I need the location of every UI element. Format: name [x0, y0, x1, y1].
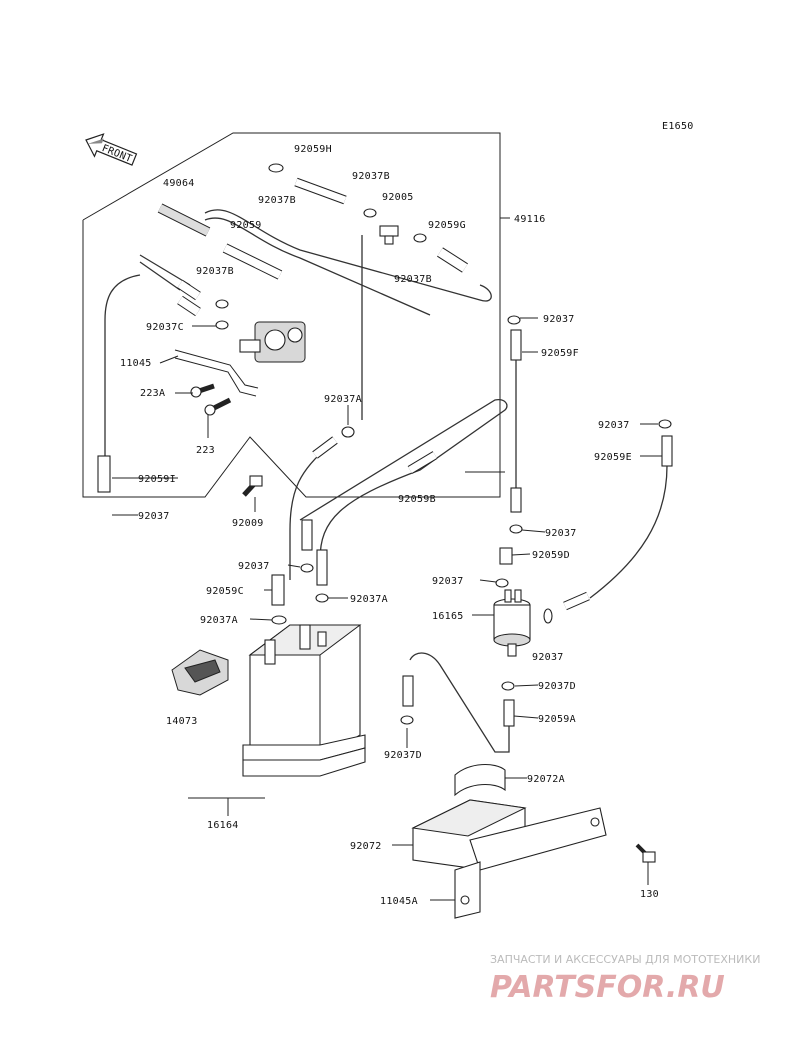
label-14073: 14073	[166, 716, 198, 727]
bolt-130	[635, 843, 656, 863]
hose-vertical-lower	[510, 487, 522, 513]
front-arrow-icon: FRONT	[85, 133, 138, 166]
hose-left-pair	[177, 279, 201, 317]
hose-92059A	[503, 699, 515, 727]
leader-lines	[112, 317, 662, 901]
valve-assembly	[174, 321, 306, 397]
clip-92037A-top	[341, 426, 355, 438]
label-92037A-c: 92037A	[200, 615, 238, 626]
bolt-92009	[242, 475, 263, 497]
label-92037-e: 92037	[238, 561, 270, 572]
bracket-14073	[171, 649, 229, 696]
hose-stub-b	[316, 549, 328, 586]
clip-92037D-left	[400, 715, 414, 725]
joint-92005	[379, 225, 399, 245]
label-92059F: 92059F	[541, 348, 579, 359]
filter-16165	[493, 589, 531, 657]
label-92037B-a: 92037B	[258, 195, 296, 206]
hose-92037D-left	[402, 675, 414, 707]
bolt-223A	[190, 383, 215, 398]
hose-92059D	[499, 547, 513, 565]
label-92037C: 92037C	[146, 322, 184, 333]
label-223A: 223A	[140, 388, 165, 399]
label-92059B: 92059B	[398, 494, 436, 505]
label-223: 223	[196, 445, 215, 456]
hose-92059H	[294, 177, 347, 205]
label-92059: 92059	[230, 220, 262, 231]
label-92059A: 92059A	[538, 714, 576, 725]
label-49064: 49064	[163, 178, 195, 189]
label-130: 130	[640, 889, 659, 900]
hose-92059E	[661, 435, 673, 467]
clip-92037B-top	[268, 163, 284, 173]
label-92037-c: 92037	[598, 420, 630, 431]
fitting-92059C	[271, 574, 285, 606]
label-92059C: 92059C	[206, 586, 244, 597]
clip-92037-filter-side	[543, 608, 553, 624]
label-92072A: 92072A	[527, 774, 565, 785]
clip-92037-left-canister	[300, 563, 314, 573]
label-92037B-c: 92037B	[196, 266, 234, 277]
label-92059D: 92059D	[532, 550, 570, 561]
label-92037-f: 92037	[432, 576, 464, 587]
hose-92059I	[97, 455, 111, 493]
label-11045: 11045	[120, 358, 152, 369]
label-16165: 16165	[432, 611, 464, 622]
label-92059H: 92059H	[294, 144, 332, 155]
watermark-brand: PARTSFOR.RU	[490, 970, 725, 1005]
label-92037A-b: 92037A	[350, 594, 388, 605]
label-92072: 92072	[350, 841, 382, 852]
clip-92037-right-mid	[509, 524, 523, 534]
label-92059E: 92059E	[594, 452, 632, 463]
label-92037D-a: 92037D	[538, 681, 576, 692]
label-92037B-b: 92037B	[352, 171, 390, 182]
clip-92037B-right	[413, 233, 427, 243]
label-92005: 92005	[382, 192, 414, 203]
clip-92037A-lower	[271, 615, 287, 625]
hose-92059B	[407, 451, 438, 474]
label-92037-a: 92037	[138, 511, 170, 522]
clip-92037A-canister	[315, 593, 329, 603]
hose-end-right	[563, 591, 590, 611]
assembly-outline	[82, 132, 501, 498]
clip-92037B-left	[215, 299, 229, 309]
clip-92037-far-right	[658, 419, 672, 429]
label-92059G: 92059G	[428, 220, 466, 231]
label-49116: 49116	[514, 214, 546, 225]
clip-92037B-mid	[363, 208, 377, 218]
label-92059I: 92059I	[138, 474, 176, 485]
tray-92072	[411, 799, 607, 919]
clip-92037-filter-top	[495, 578, 509, 588]
diagram-code: E1650	[662, 121, 694, 132]
hose-92059G	[437, 247, 468, 273]
label-92037-d: 92037	[545, 528, 577, 539]
fitting-49064	[157, 203, 211, 237]
hose-92059F	[510, 329, 522, 361]
label-92037D-b: 92037D	[384, 750, 422, 761]
hose-segment-a	[312, 436, 338, 459]
label-16164: 16164	[207, 820, 239, 831]
label-92037-b: 92037	[543, 314, 575, 325]
canister-16164	[242, 624, 366, 777]
hose-stub-a	[301, 519, 313, 551]
clip-92037C	[215, 320, 229, 330]
hose-92059-short	[222, 243, 283, 280]
label-92037-g: 92037	[532, 652, 564, 663]
label-11045A: 11045A	[380, 896, 418, 907]
label-92037A-a: 92037A	[324, 394, 362, 405]
label-92009: 92009	[232, 518, 264, 529]
watermark-tagline: ЗАПЧАСТИ И АКСЕССУАРЫ ДЛЯ МОТОТЕХНИКИ	[490, 953, 760, 966]
strap-92072A	[454, 764, 506, 797]
bolt-223	[204, 397, 232, 416]
label-92037B-d: 92037B	[394, 274, 432, 285]
clip-92037D-right	[501, 681, 515, 691]
clip-92037-top-right	[507, 315, 521, 325]
